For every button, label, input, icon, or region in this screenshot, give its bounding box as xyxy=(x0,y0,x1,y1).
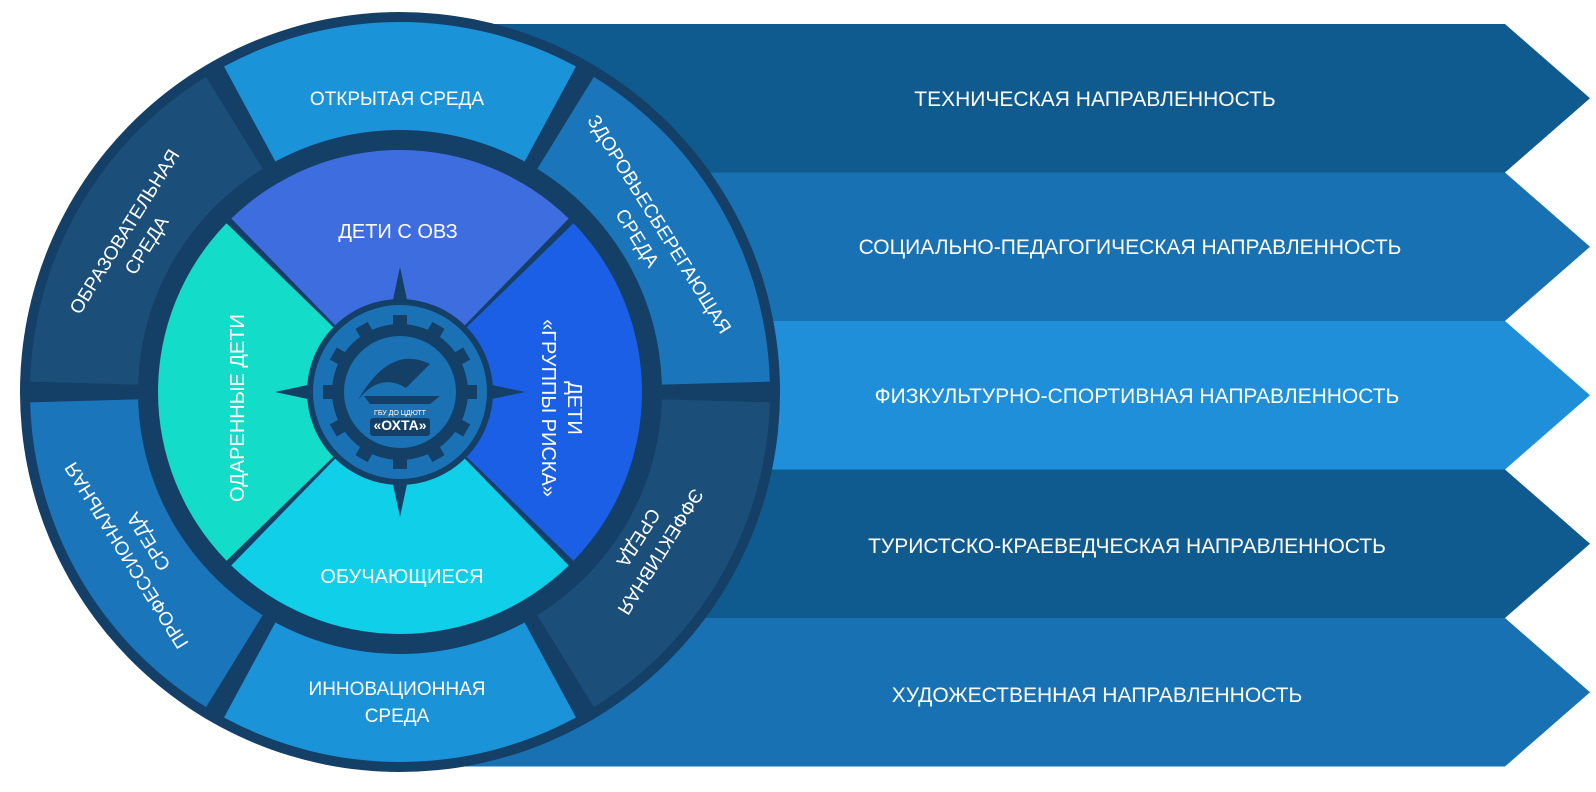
logo-gear-ring xyxy=(332,324,468,460)
env-label-innovative-line1: ИННОВАЦИОННАЯ xyxy=(309,679,486,700)
sector-innovative-environment xyxy=(224,622,576,763)
direction-label-technical: ТЕХНИЧЕСКАЯ НАПРАВЛЕННОСТЬ xyxy=(914,88,1275,111)
logo-gear-tooth xyxy=(425,321,445,341)
logo-caption: ГБУ ДО ЦДЮТТ xyxy=(374,410,427,417)
logo-sail-shape xyxy=(358,358,430,400)
environment-wheel xyxy=(20,12,780,772)
logo-gear-tooth xyxy=(355,443,375,463)
logo-gear-tooth xyxy=(323,385,337,399)
logo-boat-hull xyxy=(364,396,440,404)
env-label-innovative-line2: СРЕДА xyxy=(365,706,430,727)
direction-label-tourism: ТУРИСТСКО-КРАЕВЕДЧЕСКАЯ НАПРАВЛЕННОСТЬ xyxy=(868,535,1386,558)
logo-name: «ОХТА» xyxy=(373,417,426,433)
direction-label-art: ХУДОЖЕСТВЕННАЯ НАПРАВЛЕННОСТЬ xyxy=(892,684,1302,707)
logo-gear-tooth xyxy=(463,385,477,399)
ohta-logo xyxy=(323,315,477,469)
logo-gear-tooth xyxy=(329,347,349,367)
logo-name-plate xyxy=(370,418,430,436)
sector-educational-environment xyxy=(30,76,263,385)
direction-label-sport: ФИЗКУЛЬТУРНО-СПОРТИВНАЯ НАПРАВЛЕННОСТЬ xyxy=(875,385,1400,408)
sector-open-environment xyxy=(224,21,576,162)
sector-health-environment xyxy=(537,76,770,385)
group-label-disabled: ДЕТИ С ОВЗ xyxy=(338,221,457,243)
sector-professional-environment xyxy=(30,399,263,708)
logo-gear-tooth xyxy=(393,455,407,469)
logo-gear-tooth xyxy=(451,417,471,437)
sector-effective-environment xyxy=(537,399,770,708)
logo-gear-tooth xyxy=(355,321,375,341)
logo-gear-tooth xyxy=(451,347,471,367)
env-label-open: ОТКРЫТАЯ СРЕДА xyxy=(310,89,485,110)
direction-label-social: СОЦИАЛЬНО-ПЕДАГОГИЧЕСКАЯ НАПРАВЛЕННОСТЬ xyxy=(859,236,1402,259)
logo-gear-tooth xyxy=(393,315,407,329)
logo-gear-tooth xyxy=(329,417,349,437)
group-label-gifted: ОДАРЕННЫЕ ДЕТИ xyxy=(227,314,249,502)
group-label-risk-line1: ДЕТИ xyxy=(563,381,585,434)
environment-sectors xyxy=(30,21,770,763)
group-label-risk-line2: «ГРУППЫ РИСКА» xyxy=(537,319,559,497)
group-label-students: ОБУЧАЮЩИЕСЯ xyxy=(320,566,483,588)
logo-gear-tooth xyxy=(425,443,445,463)
